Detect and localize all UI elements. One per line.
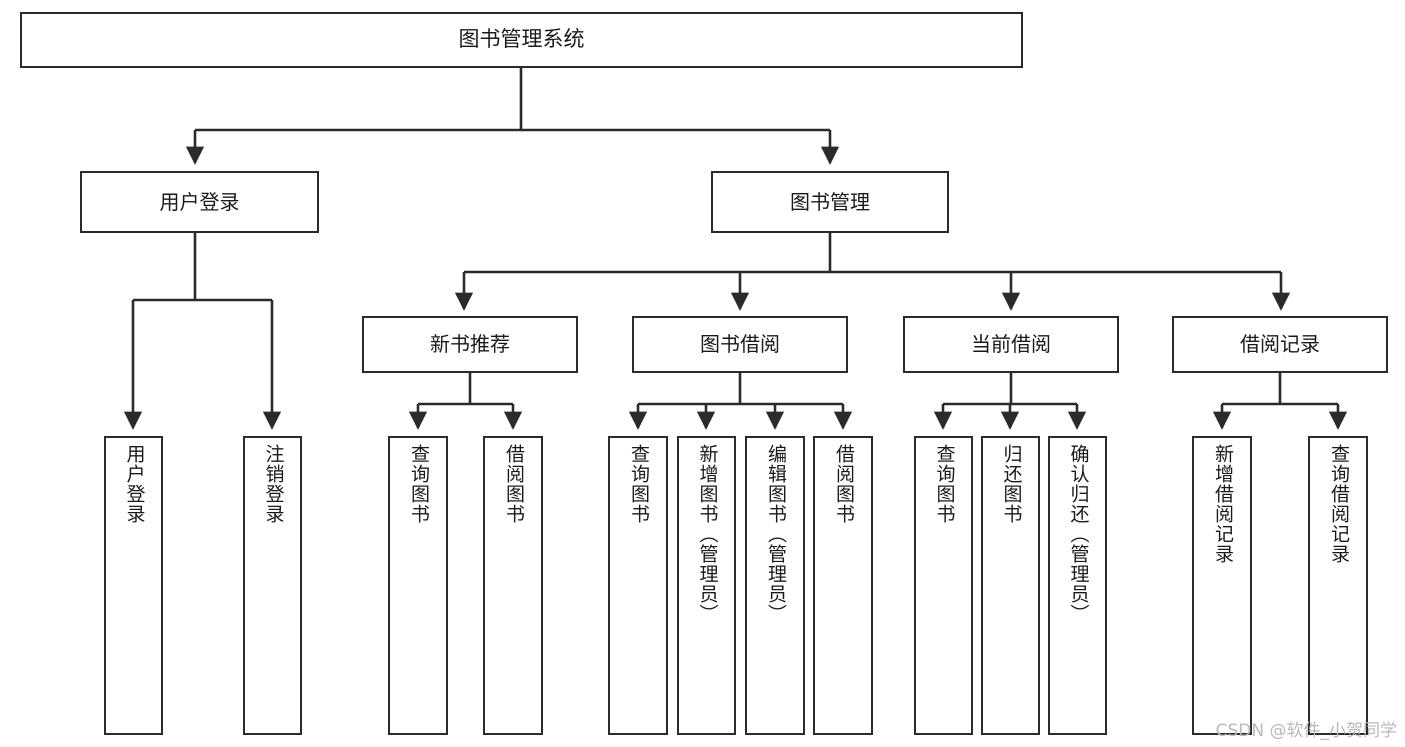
node-book-borrow[interactable]: 图书借阅 xyxy=(632,316,848,373)
leaf-borrow-record-add-label: 新增借阅记录 xyxy=(1211,444,1234,564)
leaf-current-borrow-return-label: 归还图书 xyxy=(1000,444,1023,524)
leaf-book-borrow-edit[interactable]: 编辑图书（管理员） xyxy=(745,436,805,735)
leaf-current-borrow-query-label: 查询图书 xyxy=(933,444,956,524)
leaf-borrow-record-add[interactable]: 新增借阅记录 xyxy=(1192,436,1252,735)
node-new-book-recommend[interactable]: 新书推荐 xyxy=(362,316,578,373)
leaf-book-borrow-query[interactable]: 查询图书 xyxy=(608,436,668,735)
node-book-management-label: 图书管理 xyxy=(790,189,870,214)
leaf-user-login-logout-label: 注销登录 xyxy=(262,444,285,524)
leaf-current-borrow-confirm-return[interactable]: 确认归还（管理员） xyxy=(1048,436,1107,735)
node-root-system[interactable]: 图书管理系统 xyxy=(20,12,1023,68)
leaf-new-book-query[interactable]: 查询图书 xyxy=(388,436,448,735)
leaf-current-borrow-return[interactable]: 归还图书 xyxy=(981,436,1040,735)
node-book-borrow-label: 图书借阅 xyxy=(700,332,780,357)
node-book-management[interactable]: 图书管理 xyxy=(711,171,949,233)
node-borrow-record-label: 借阅记录 xyxy=(1240,332,1320,357)
node-user-login-label: 用户登录 xyxy=(159,189,240,214)
node-borrow-record[interactable]: 借阅记录 xyxy=(1172,316,1388,373)
leaf-new-book-query-label: 查询图书 xyxy=(407,444,430,524)
leaf-current-borrow-confirm-return-label: 确认归还（管理员） xyxy=(1067,444,1090,624)
leaf-borrow-record-query[interactable]: 查询借阅记录 xyxy=(1308,436,1368,735)
node-current-borrow[interactable]: 当前借阅 xyxy=(903,316,1119,373)
node-user-login[interactable]: 用户登录 xyxy=(80,171,319,233)
leaf-book-borrow-query-label: 查询图书 xyxy=(627,444,650,524)
watermark-text: CSDN @软件_小贺同学 xyxy=(1215,721,1397,741)
leaf-user-login-login[interactable]: 用户登录 xyxy=(104,436,163,735)
leaf-new-book-borrow-label: 借阅图书 xyxy=(502,444,525,524)
leaf-book-borrow-add[interactable]: 新增图书（管理员） xyxy=(677,436,736,735)
leaf-user-login-logout[interactable]: 注销登录 xyxy=(243,436,302,735)
leaf-borrow-record-query-label: 查询借阅记录 xyxy=(1327,444,1350,564)
node-new-book-recommend-label: 新书推荐 xyxy=(430,332,510,357)
node-current-borrow-label: 当前借阅 xyxy=(971,332,1051,357)
leaf-book-borrow-borrow-label: 借阅图书 xyxy=(832,444,855,524)
leaf-book-borrow-add-label: 新增图书（管理员） xyxy=(696,444,719,624)
leaf-book-borrow-borrow[interactable]: 借阅图书 xyxy=(813,436,873,735)
leaf-user-login-login-label: 用户登录 xyxy=(123,444,146,524)
leaf-book-borrow-edit-label: 编辑图书（管理员） xyxy=(764,444,787,624)
node-root-system-label: 图书管理系统 xyxy=(458,27,585,52)
leaf-current-borrow-query[interactable]: 查询图书 xyxy=(914,436,973,735)
leaf-new-book-borrow[interactable]: 借阅图书 xyxy=(483,436,543,735)
